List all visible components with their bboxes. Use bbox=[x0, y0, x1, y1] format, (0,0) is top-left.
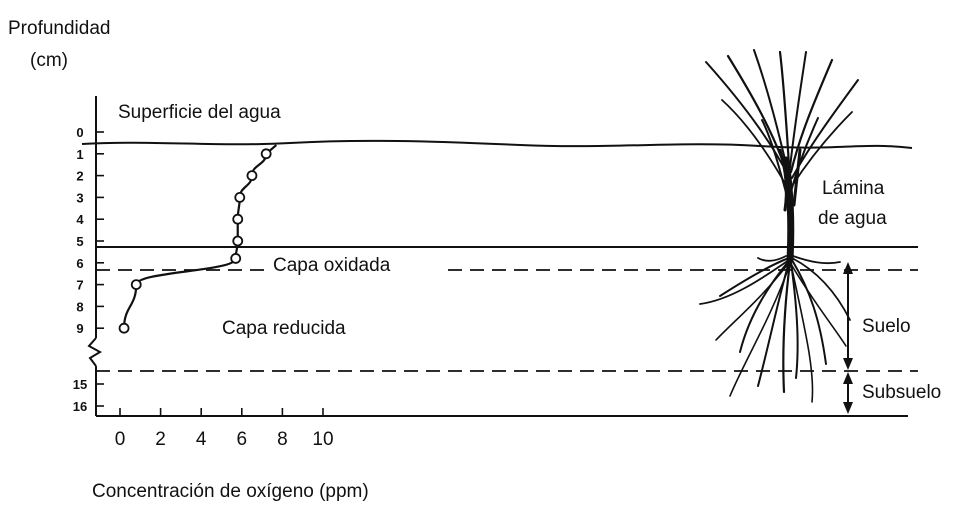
x-tick-label: 6 bbox=[237, 429, 248, 450]
water-surface-label: Superficie del agua bbox=[118, 102, 281, 123]
y-tick-label: 6 bbox=[76, 256, 83, 271]
x-tick-label: 0 bbox=[115, 429, 126, 450]
y-tick-label: 5 bbox=[76, 234, 83, 249]
oxygen-data-point bbox=[260, 148, 272, 160]
y-tick-group: 0 1 2 3 4 5 6 7 8 9 15 16 bbox=[73, 125, 104, 414]
water-sheet-label-line1: Lámina bbox=[822, 178, 885, 199]
reduced-layer-label: Capa reducida bbox=[222, 318, 346, 339]
x-tick-label: 8 bbox=[277, 429, 288, 450]
y-tick-label: 2 bbox=[76, 169, 83, 184]
y-axis-unit: (cm) bbox=[30, 50, 68, 71]
x-tick-label: 4 bbox=[196, 429, 207, 450]
x-tick-label: 2 bbox=[155, 429, 166, 450]
oxygen-data-point bbox=[232, 213, 244, 225]
oxygen-data-point bbox=[118, 322, 130, 334]
soil-range-arrow bbox=[843, 262, 853, 370]
oxidized-label-backdrop bbox=[268, 251, 446, 277]
x-axis-title: Concentración de oxígeno (ppm) bbox=[92, 481, 369, 502]
oxygen-data-point bbox=[246, 170, 258, 182]
y-tick-label: 4 bbox=[76, 212, 84, 227]
x-tick-label: 10 bbox=[312, 429, 333, 450]
y-axis-title: Profundidad bbox=[8, 18, 110, 39]
oxygen-points bbox=[118, 148, 272, 334]
oxygen-data-point bbox=[234, 191, 246, 203]
soil-label: Suelo bbox=[862, 316, 911, 337]
oxygen-data-point bbox=[130, 279, 142, 291]
y-tick-label: 1 bbox=[76, 147, 83, 162]
y-tick-label: 7 bbox=[76, 278, 83, 293]
y-tick-label: 9 bbox=[76, 321, 83, 336]
y-tick-label: 16 bbox=[73, 399, 87, 414]
y-tick-label: 3 bbox=[76, 190, 83, 205]
y-tick-label: 8 bbox=[76, 299, 83, 314]
subsoil-range-arrow bbox=[843, 372, 853, 414]
y-axis-break bbox=[87, 337, 103, 367]
y-tick-label: 0 bbox=[76, 125, 83, 140]
rice-plant-icon bbox=[699, 49, 859, 403]
oxygen-data-point bbox=[232, 235, 244, 247]
oxygen-data-point bbox=[230, 253, 242, 264]
oxidized-layer-label: Capa oxidada bbox=[273, 255, 391, 276]
water-sheet-label-line2: de agua bbox=[818, 208, 887, 229]
subsoil-label: Subsuelo bbox=[862, 382, 941, 403]
y-tick-label: 15 bbox=[73, 377, 87, 392]
water-surface-line bbox=[81, 139, 913, 149]
x-tick-group: 0 2 4 6 8 10 bbox=[115, 408, 334, 450]
